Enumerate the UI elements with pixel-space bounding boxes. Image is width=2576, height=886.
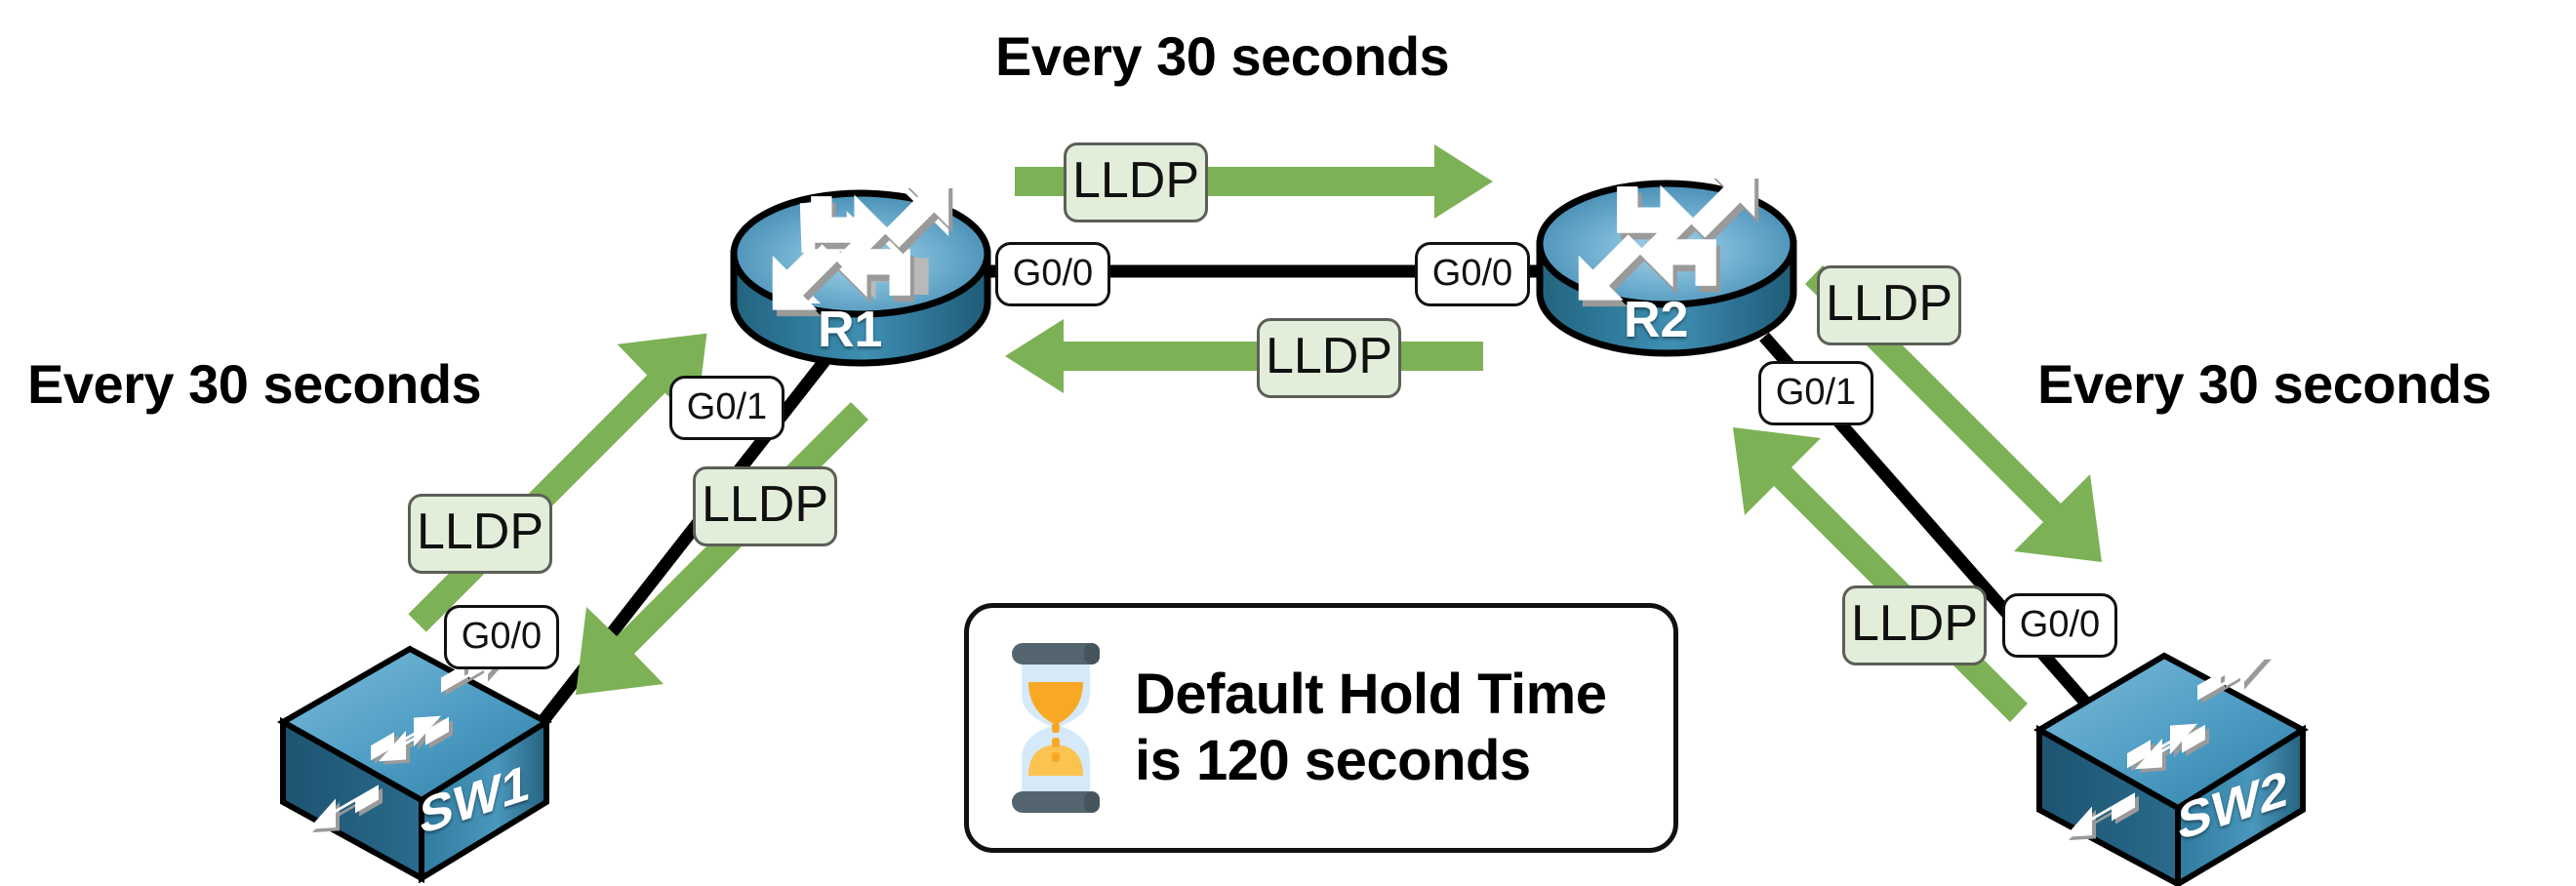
iface-chip-sw2-g00[interactable]: G0/0: [2002, 593, 2117, 658]
device-sw1[interactable]: [276, 631, 552, 884]
lldp-chip-r1-to-sw1[interactable]: LLDP: [693, 466, 837, 546]
lldp-chip-r2-to-r1[interactable]: LLDP: [1257, 318, 1401, 398]
device-sw2[interactable]: [2033, 639, 2309, 886]
lldp-arrow-r2-to-r1: [1005, 319, 1483, 393]
iface-chip-r2-g00[interactable]: G0/0: [1415, 242, 1530, 306]
lldp-arrow-r1-to-r2: [1015, 144, 1493, 219]
lldp-chip-r1-to-r2[interactable]: LLDP: [1064, 142, 1208, 222]
iface-chip-sw1-g00[interactable]: G0/0: [444, 605, 559, 669]
iface-chip-r2-g01[interactable]: G0/1: [1758, 361, 1873, 425]
callout-line-2: is 120 seconds: [1135, 729, 1531, 792]
lldp-chip-sw1-to-r1[interactable]: LLDP: [408, 494, 552, 574]
router-arrows-icon: [1578, 172, 1759, 307]
lldp-arrow-r1-to-sw1: [576, 402, 868, 695]
lldp-chip-r2-to-sw2[interactable]: LLDP: [1817, 265, 1961, 345]
device-r2[interactable]: [1536, 172, 1797, 357]
heading-left: Every 30 seconds: [27, 353, 482, 415]
hourglass-icon: [1012, 643, 1100, 813]
lldp-chip-sw2-to-r2[interactable]: LLDP: [1842, 585, 1987, 665]
hold-time-callout: Default Hold Time is 120 seconds: [964, 603, 1678, 853]
callout-text: Default Hold Time is 120 seconds: [1135, 662, 1607, 795]
switch-arrows-icon: [2064, 656, 2273, 841]
heading-top: Every 30 seconds: [995, 25, 1450, 87]
heading-right: Every 30 seconds: [2037, 353, 2492, 415]
iface-chip-r1-g00[interactable]: G0/0: [995, 242, 1110, 306]
router-arrows-icon: [772, 181, 953, 317]
callout-line-1: Default Hold Time: [1135, 662, 1607, 726]
iface-chip-r1-g01[interactable]: G0/1: [669, 376, 785, 440]
device-r1[interactable]: [730, 181, 991, 367]
